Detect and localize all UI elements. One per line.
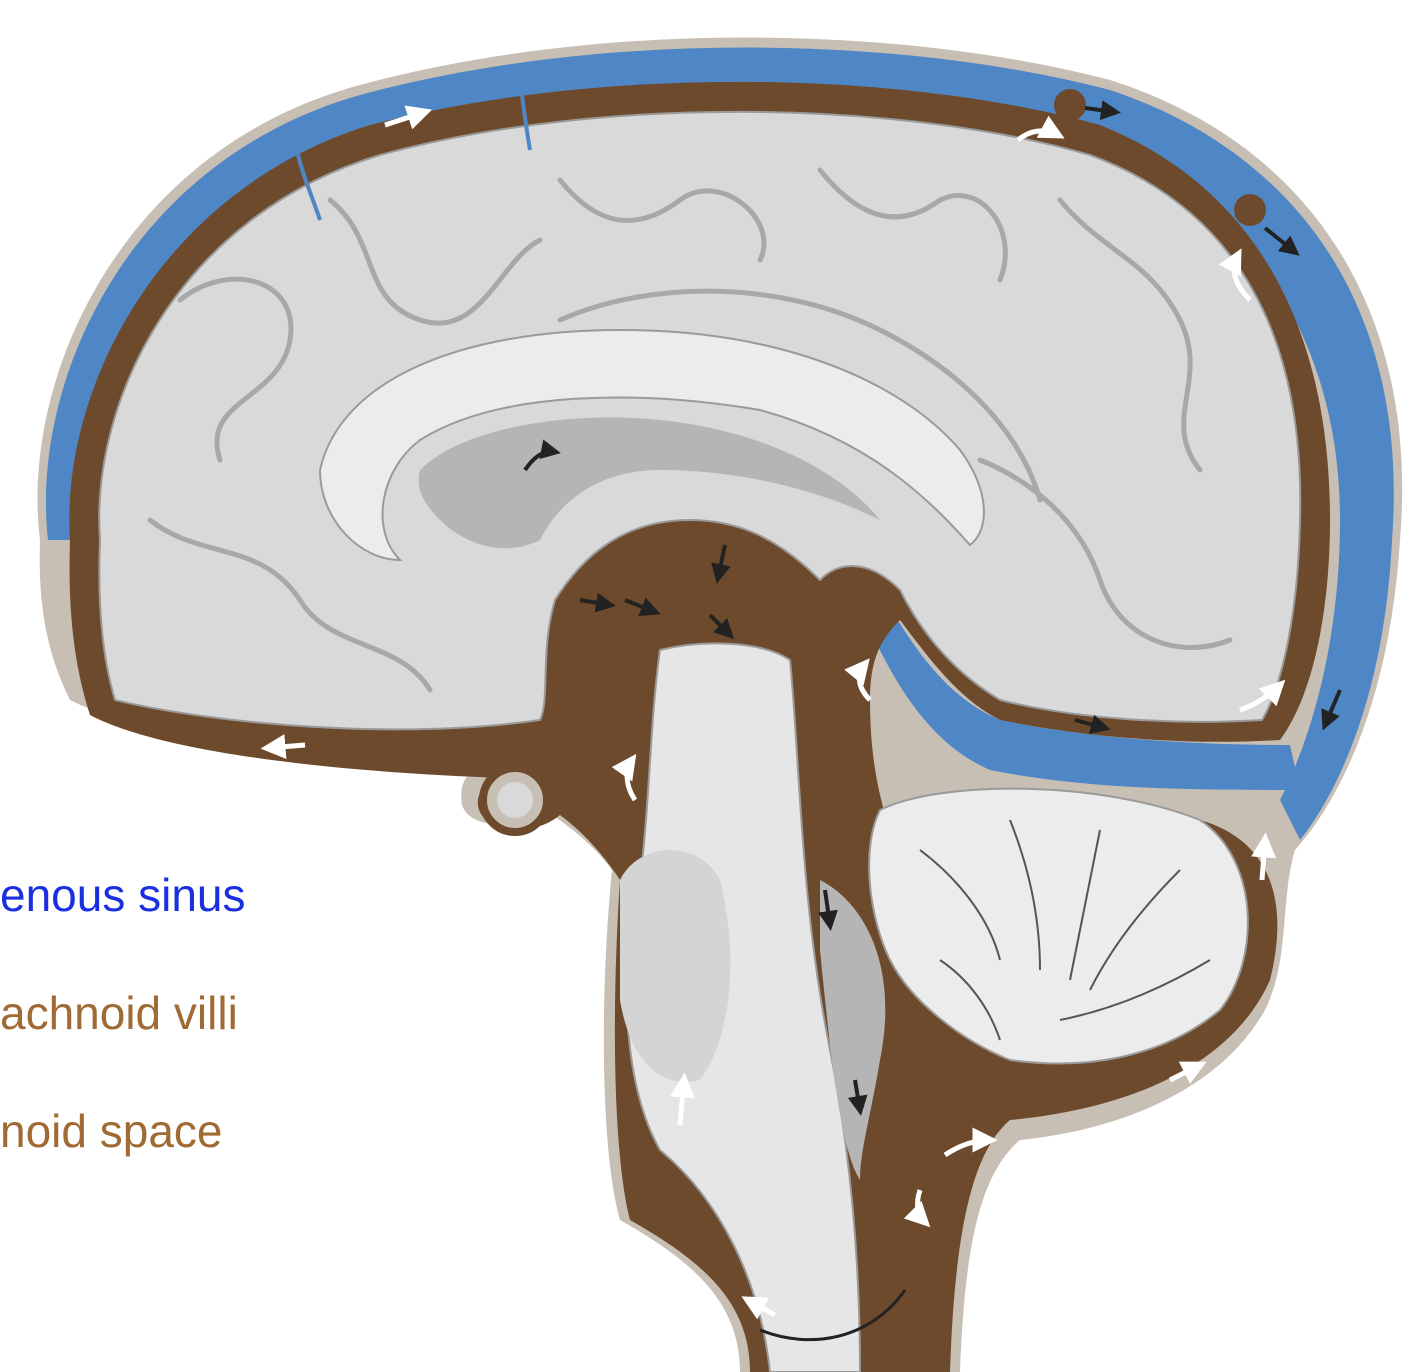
pons [620, 850, 730, 1082]
label-subarachnoid-space: noid space [0, 1108, 223, 1154]
label-arachnoid-villi: achnoid villi [0, 990, 238, 1036]
label-venous-sinus: enous sinus [0, 872, 246, 918]
flow-arrow-white [268, 745, 305, 748]
flow-arrow-white [1262, 840, 1265, 880]
